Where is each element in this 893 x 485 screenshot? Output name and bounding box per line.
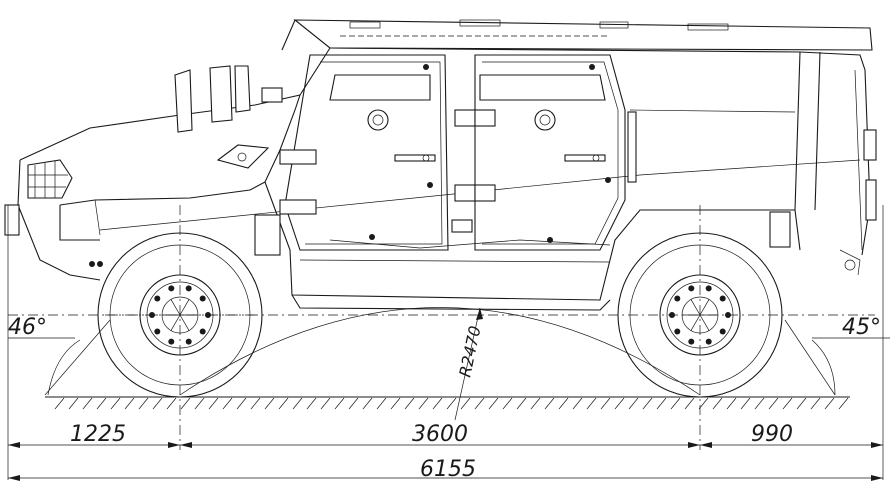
front-overhang-dimension: 1225 — [70, 422, 126, 447]
overall-length-dimension: 6155 — [420, 457, 476, 482]
wheelbase-dimension: 3600 — [412, 422, 468, 447]
rear-overhang-dimension: 990 — [751, 422, 793, 447]
approach-angle-label: 46° — [8, 315, 47, 340]
ground-line — [45, 396, 850, 410]
dimension-lines — [7, 205, 884, 481]
breakover-radius-label: R2470 — [455, 324, 484, 379]
vehicle-body — [4, 19, 877, 311]
construction-lines — [8, 205, 890, 450]
departure-angle-label: 45° — [842, 315, 881, 340]
